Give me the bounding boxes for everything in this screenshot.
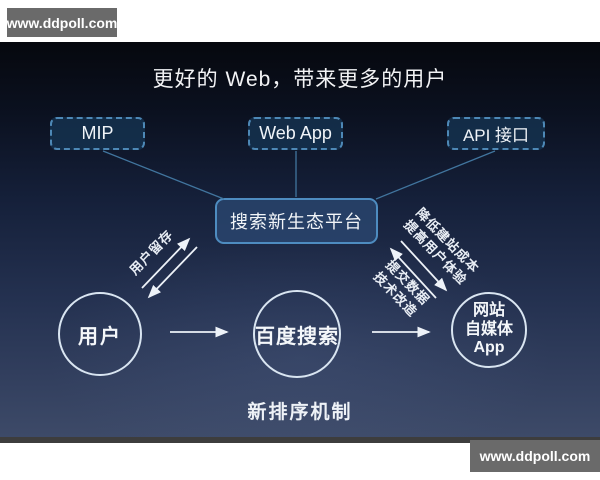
platform-box: 搜索新生态平台 (215, 198, 378, 244)
baidu-search-circle-label: 百度搜索 (255, 325, 339, 348)
mip-box: MIP (50, 117, 145, 150)
webapp-box-label: Web App (259, 123, 332, 143)
platform-box-label: 搜索新生态平台 (230, 212, 363, 232)
site-label-line1: 网站 (472, 301, 505, 319)
webapp-box: Web App (248, 117, 343, 150)
watermark-bottom: www.ddpoll.com (470, 440, 600, 472)
api-box-label: API 接口 (462, 126, 530, 145)
slide-title: 更好的 Web，带来更多的用户 (152, 68, 448, 91)
api-box: API 接口 (447, 117, 545, 150)
user-circle-label: 用户 (78, 325, 122, 348)
baidu-search-circle: 百度搜索 (253, 290, 341, 378)
website-media-app-circle-label: 网站 自媒体 App (465, 302, 513, 359)
site-label-line3: App (473, 339, 505, 357)
slide-bottom-edge (0, 437, 600, 443)
watermark-top: www.ddpoll.com (7, 8, 117, 37)
new-ranking-mechanism-label: 新排序机制 (247, 402, 353, 423)
mip-box-label: MIP (81, 123, 114, 143)
website-media-app-circle: 网站 自媒体 App (451, 292, 527, 368)
user-circle: 用户 (58, 292, 142, 376)
site-label-line2: 自媒体 (464, 320, 513, 338)
